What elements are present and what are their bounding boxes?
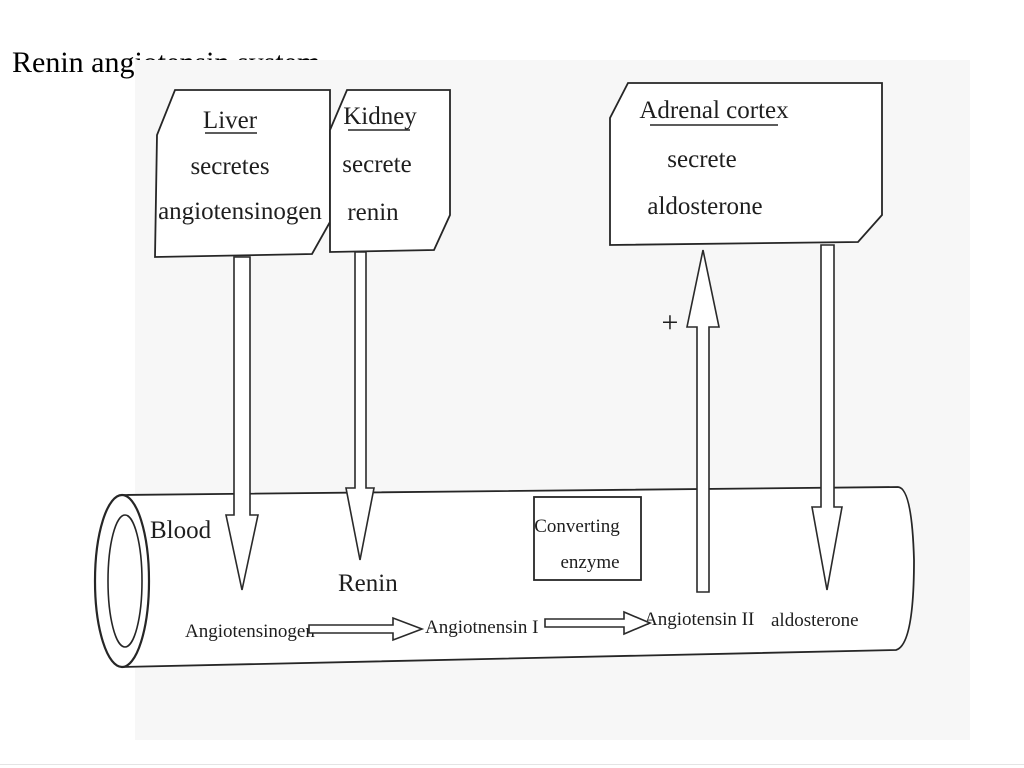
blood-vessel [93,486,915,669]
kidney-to-blood-arrow [345,251,375,561]
vessel-body [121,486,915,668]
aldosterone-label: aldosterone [771,610,859,631]
kidney-line-renin: renin [347,199,399,226]
adrenal-line-secrete: secrete [667,146,736,173]
kidney-line-secrete: secrete [342,151,411,178]
converting-enzyme-outline [533,496,642,581]
adrenal-cortex-box: Adrenal cortex secrete aldosterone [609,82,883,246]
liver-line-angiotensinogen: angiotensinogen [158,198,322,225]
converting-enzyme-line2: enzyme [560,552,619,573]
vessel-opening-inner [107,514,143,648]
converting-enzyme-box: Converting enzyme [533,496,642,581]
angiotensinogen-to-angiotensin-i-arrow [308,616,425,642]
adrenal-box-outline [609,82,883,246]
renin-label: Renin [338,570,398,597]
angiotensin-i-label: Angiotnensin I [425,617,538,638]
liver-box-outline [154,89,331,258]
angiotensin-ii-label: Angiotensin II [644,609,754,630]
liver-heading: Liver [203,107,258,134]
angiotensin-i-to-angiotensin-ii-arrow [544,610,653,636]
converting-enzyme-line1: Converting [534,516,620,537]
liver-to-blood-arrow [225,256,259,591]
adrenal-line-aldosterone: aldosterone [647,193,762,220]
bottom-rule [0,764,1024,765]
plus-sign: + [662,306,679,339]
angiotensinogen-label: Angiotensinogen [185,621,315,642]
angiotensin-ii-to-adrenal-arrow [686,249,720,593]
liver-line-secretes: secretes [190,153,269,180]
adrenal-to-aldosterone-arrow [811,244,843,591]
blood-label: Blood [150,517,212,544]
kidney-box: Kidney secrete renin [329,89,451,253]
kidney-heading: Kidney [343,103,417,130]
adrenal-heading: Adrenal cortex [639,97,789,124]
vessel-opening-outer [93,493,151,669]
liver-box: Liver secretes angiotensinogen [154,89,331,258]
